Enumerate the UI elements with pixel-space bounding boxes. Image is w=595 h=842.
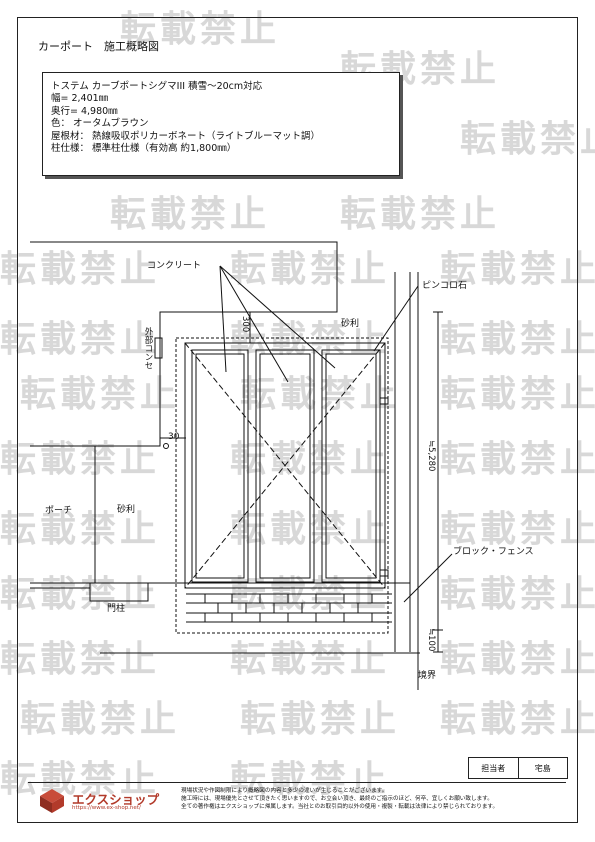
concrete-panel-1 (191, 349, 249, 583)
brand-name: エクスショップ (72, 792, 160, 807)
footer-note: 現場状況や作図制限により概略図の内容と多少の違いが生じることがございます。 施工… (181, 787, 498, 811)
page-title: カーポート 施工概略図 (38, 40, 159, 53)
label-block-fence: ブロック・フェンス (453, 547, 534, 557)
carport-roof (184, 342, 386, 589)
label-pincoro: ピンコロ石 (422, 281, 468, 291)
leader-concrete-1 (219, 265, 227, 373)
footer: エクスショップ https://www.ex-shop.net/ 現場状況や作図… (28, 782, 566, 815)
spec-color: 色： オータムブラウン (51, 118, 149, 130)
house-outline (30, 241, 338, 447)
outlet-marker (163, 443, 169, 449)
drawing-frame (17, 17, 578, 823)
leader-concrete-3 (219, 265, 336, 369)
label-dim-5280: ≒5,280 (426, 440, 436, 472)
leader-fence (403, 553, 453, 603)
label-concrete: コンクリート (147, 261, 202, 271)
concrete-panel-3-inner (325, 353, 377, 579)
label-outdoor-outlet: 外部コンセ (143, 327, 153, 370)
concrete-panel-2 (255, 349, 315, 583)
outlet-box (154, 337, 163, 359)
footer-note-line: 全ての著作権はエクスショップに帰属します。当社とのお取引目的以外の使用・複製・転… (181, 804, 499, 810)
leader-concrete-2 (219, 265, 289, 383)
label-dim-300: 300 (240, 316, 250, 333)
concrete-slab (175, 337, 389, 634)
label-gravel-top: 砂利 (341, 319, 360, 329)
spec-width: 幅= 2,401㎜ (51, 93, 109, 105)
person-in-charge-stamp: 担当者 宅島 (468, 757, 568, 779)
spec-product: トステム カーブポートシグマIII 積雪～20cm対応 (51, 81, 263, 92)
footer-note-line: 施工時には、現場優先とさせて頂きたく思いますので、お立会い頂き、最終のご指示のほ… (181, 796, 493, 802)
brand-url: https://www.ex-shop.net/ (72, 805, 141, 811)
carport-pillar-2 (379, 569, 389, 577)
pincoro-band (186, 593, 392, 623)
gate-pillar (89, 582, 149, 602)
carport-pillar-1 (379, 397, 389, 405)
roof-diagonal-2 (184, 342, 386, 589)
spec-pillar: 柱仕様： 標準柱仕様（有効高 約1,800㎜） (51, 143, 237, 155)
concrete-panel-1-inner (195, 353, 245, 579)
label-gate-pillar: 門柱 (107, 604, 126, 614)
house-box-icon (40, 789, 64, 813)
label-dim-100: ≒100 (426, 628, 436, 652)
stamp-label: 担当者 (469, 758, 519, 778)
label-porch: ポーチ (45, 506, 73, 516)
concrete-panel-3 (321, 349, 381, 583)
label-boundary: 境界 (418, 671, 437, 681)
footer-note-line: 現場状況や作図制限により概略図の内容と多少の違いが生じることがございます。 (181, 788, 388, 794)
concrete-panel-2-inner (259, 353, 311, 579)
spec-box: トステム カーブポートシグマIII 積雪～20cm対応 幅= 2,401㎜ 奥行… (42, 72, 400, 176)
label-dim-30: 30 (168, 432, 180, 442)
spec-roof: 屋根材： 熱線吸収ポリカーボネート（ライトブルーマット調） (51, 130, 321, 142)
leader-pincoro (373, 285, 419, 352)
label-gravel-left: 砂利 (117, 505, 136, 515)
spec-depth: 奥行= 4,980㎜ (51, 105, 118, 117)
brand-logo: エクスショップ https://www.ex-shop.net/ (34, 787, 174, 813)
stamp-name: 宅島 (534, 763, 551, 773)
